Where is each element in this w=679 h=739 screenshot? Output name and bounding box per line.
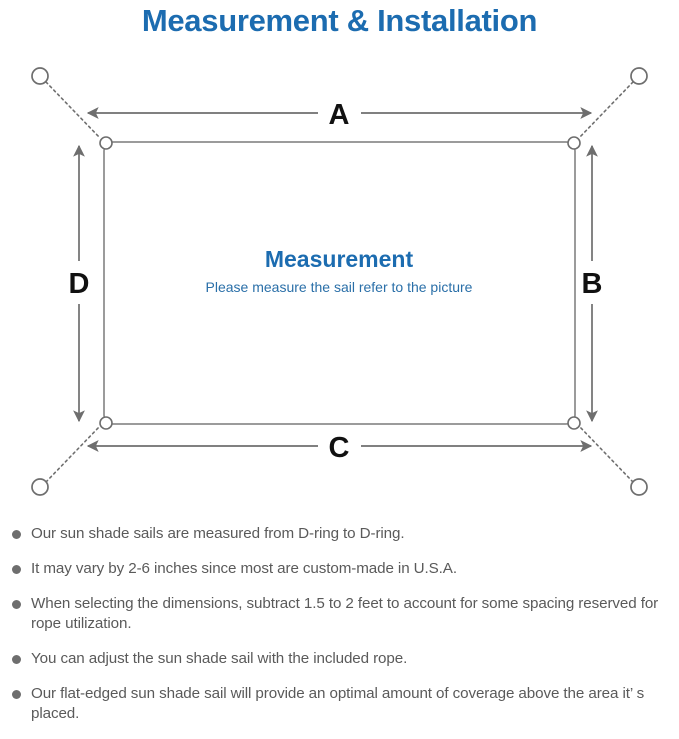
dimension-label-b: B <box>582 268 603 300</box>
list-item: When selecting the dimensions, subtract … <box>0 594 679 634</box>
note-text: When selecting the dimensions, subtract … <box>31 595 659 632</box>
bullet-icon <box>12 530 21 539</box>
note-text: You can adjust the sun shade sail with t… <box>31 650 408 667</box>
rope-line-bottom-right <box>578 425 634 483</box>
sail-body <box>103 141 576 425</box>
d-ring-icon-top-left <box>99 136 113 150</box>
anchor-ring-icon-bottom-left <box>31 478 49 496</box>
rope-line-top-right <box>578 81 634 139</box>
bullet-icon <box>12 690 21 699</box>
dimension-label-d: D <box>69 268 90 300</box>
anchor-ring-icon-top-right <box>630 67 648 85</box>
notes-list: Our sun shade sails are measured from D-… <box>0 524 679 739</box>
diagram-center-title: Measurement <box>265 246 414 272</box>
list-item: It may vary by 2-6 inches since most are… <box>0 559 679 579</box>
anchor-ring-icon-bottom-right <box>630 478 648 496</box>
bullet-icon <box>12 600 21 609</box>
rope-line-top-left <box>45 81 101 139</box>
sail-diagram: A C D B Measurement Please measure the s… <box>0 42 679 520</box>
list-item: Our sun shade sails are measured from D-… <box>0 524 679 544</box>
page-title: Measurement & Installation <box>141 3 538 38</box>
d-ring-icon-bottom-left <box>99 416 113 430</box>
bullet-icon <box>12 655 21 664</box>
dimension-label-c: C <box>329 432 350 464</box>
d-ring-icon-top-right <box>567 136 581 150</box>
diagram-center-subtitle: Please measure the sail refer to the pic… <box>206 279 473 295</box>
rope-line-bottom-left <box>45 425 101 483</box>
d-ring-icon-bottom-right <box>567 416 581 430</box>
anchor-ring-icon-top-left <box>31 67 49 85</box>
note-text: Our sun shade sails are measured from D-… <box>31 525 405 542</box>
list-item: Our flat-edged sun shade sail will provi… <box>0 684 679 724</box>
note-text: It may vary by 2-6 inches since most are… <box>31 560 457 577</box>
bullet-icon <box>12 565 21 574</box>
list-item: You can adjust the sun shade sail with t… <box>0 649 679 669</box>
dimension-label-a: A <box>329 99 350 131</box>
note-text: Our flat-edged sun shade sail will provi… <box>31 685 645 722</box>
